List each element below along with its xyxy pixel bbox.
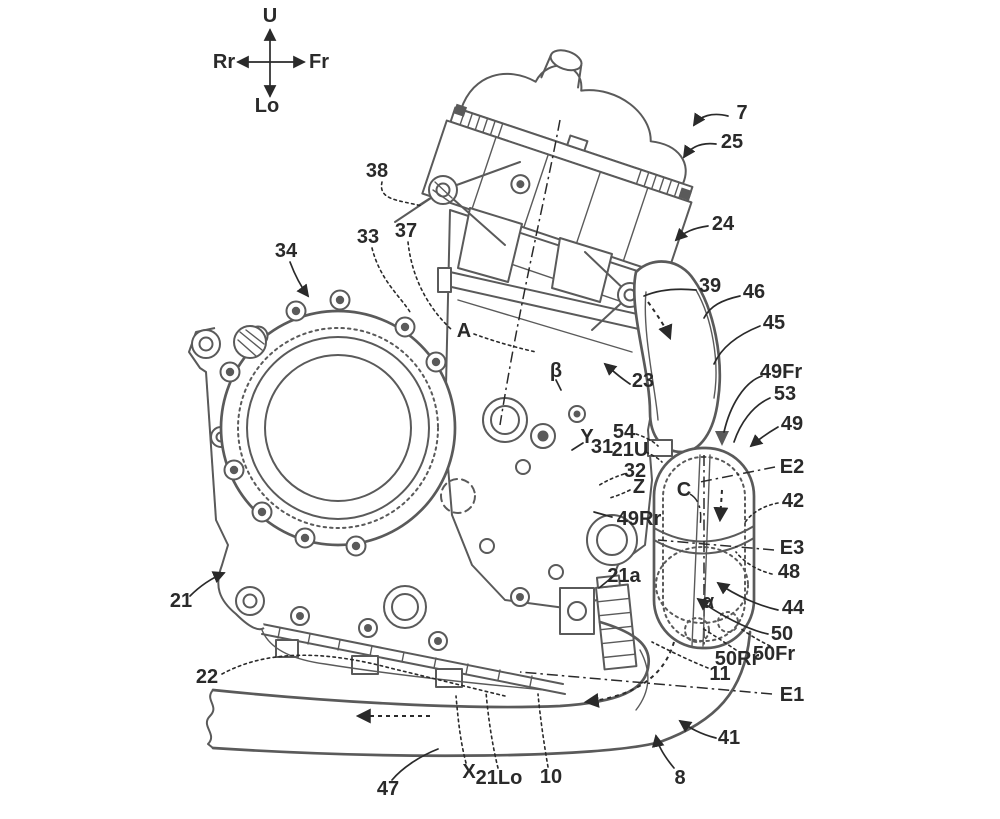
ref-label-42: 42 [782,490,804,512]
ref-label-33: 33 [357,226,379,248]
compass-label-right: Fr [309,51,329,73]
leader-38 [381,182,422,206]
ref-label-21a: 21a [607,565,641,587]
ref-label-44: 44 [782,597,805,619]
ref-label-38: 38 [366,160,388,182]
ref-label-49Fr: 49Fr [760,361,802,383]
ref-label-10: 10 [540,766,562,788]
ref-label-7: 7 [736,102,747,124]
ref-label-α: α [702,591,715,613]
duct-sensor [648,440,672,456]
leader-49 [751,427,778,446]
ref-label-53: 53 [774,383,796,405]
output-shaft-boss [384,586,426,628]
ref-label-50: 50 [771,623,793,645]
ref-label-11: 11 [709,663,730,685]
ref-label-25: 25 [721,131,743,153]
mount-lug-lower [236,587,264,615]
mount-lug [192,330,220,358]
oil-filler-cap [234,326,266,358]
ref-label-49: 49 [781,413,803,435]
leader-33 [372,248,410,312]
ref-label-22: 22 [196,666,218,688]
compass-label-up: U [263,5,277,27]
resonator-canister [654,448,754,648]
leader-25 [684,144,716,157]
ref-label-37: 37 [395,220,417,242]
orientation-compass: U Lo Rr Fr [213,5,329,117]
ref-label-21: 21 [170,590,192,612]
leader-10 [538,694,548,767]
ref-label-31: 31 [591,436,613,458]
ref-label-23: 23 [632,370,654,392]
ref-label-48: 48 [778,561,800,583]
ref-label-A: A [457,320,471,342]
ref-label-Z: Z [633,476,645,498]
leader-7 [694,114,728,125]
compass-label-left: Rr [213,51,235,73]
down-arrowhead-duct-exit [715,431,729,446]
crankcase-cover [221,291,476,556]
ref-label-45: 45 [763,312,785,334]
ref-label-8: 8 [674,767,685,789]
leader-34 [290,262,308,296]
leader-45 [714,326,760,364]
ref-label-E2: E2 [780,456,804,478]
ref-label-47: 47 [377,778,399,800]
leader-47 [392,749,438,780]
water-port-flange [483,398,527,442]
pipe-end-cut [207,690,214,748]
ref-label-39: 39 [699,275,721,297]
ref-label-49Rr: 49Rr [617,508,662,530]
ref-label-C: C [677,479,691,501]
ref-label-46: 46 [743,281,765,303]
ref-label-β: β [550,360,562,382]
ref-label-21Lo: 21Lo [476,767,523,789]
compass-label-down: Lo [255,95,279,117]
ref-label-21U: 21U [612,439,649,461]
ref-label-34: 34 [275,240,298,262]
ref-label-E3: E3 [780,537,804,559]
engine-line-art: 725243833373439464549Fr5349E242E34844505… [170,22,805,800]
ref-label-E1: E1 [780,684,804,706]
ref-label-24: 24 [712,213,735,235]
ref-label-X: X [462,761,476,783]
ref-label-41: 41 [718,727,740,749]
